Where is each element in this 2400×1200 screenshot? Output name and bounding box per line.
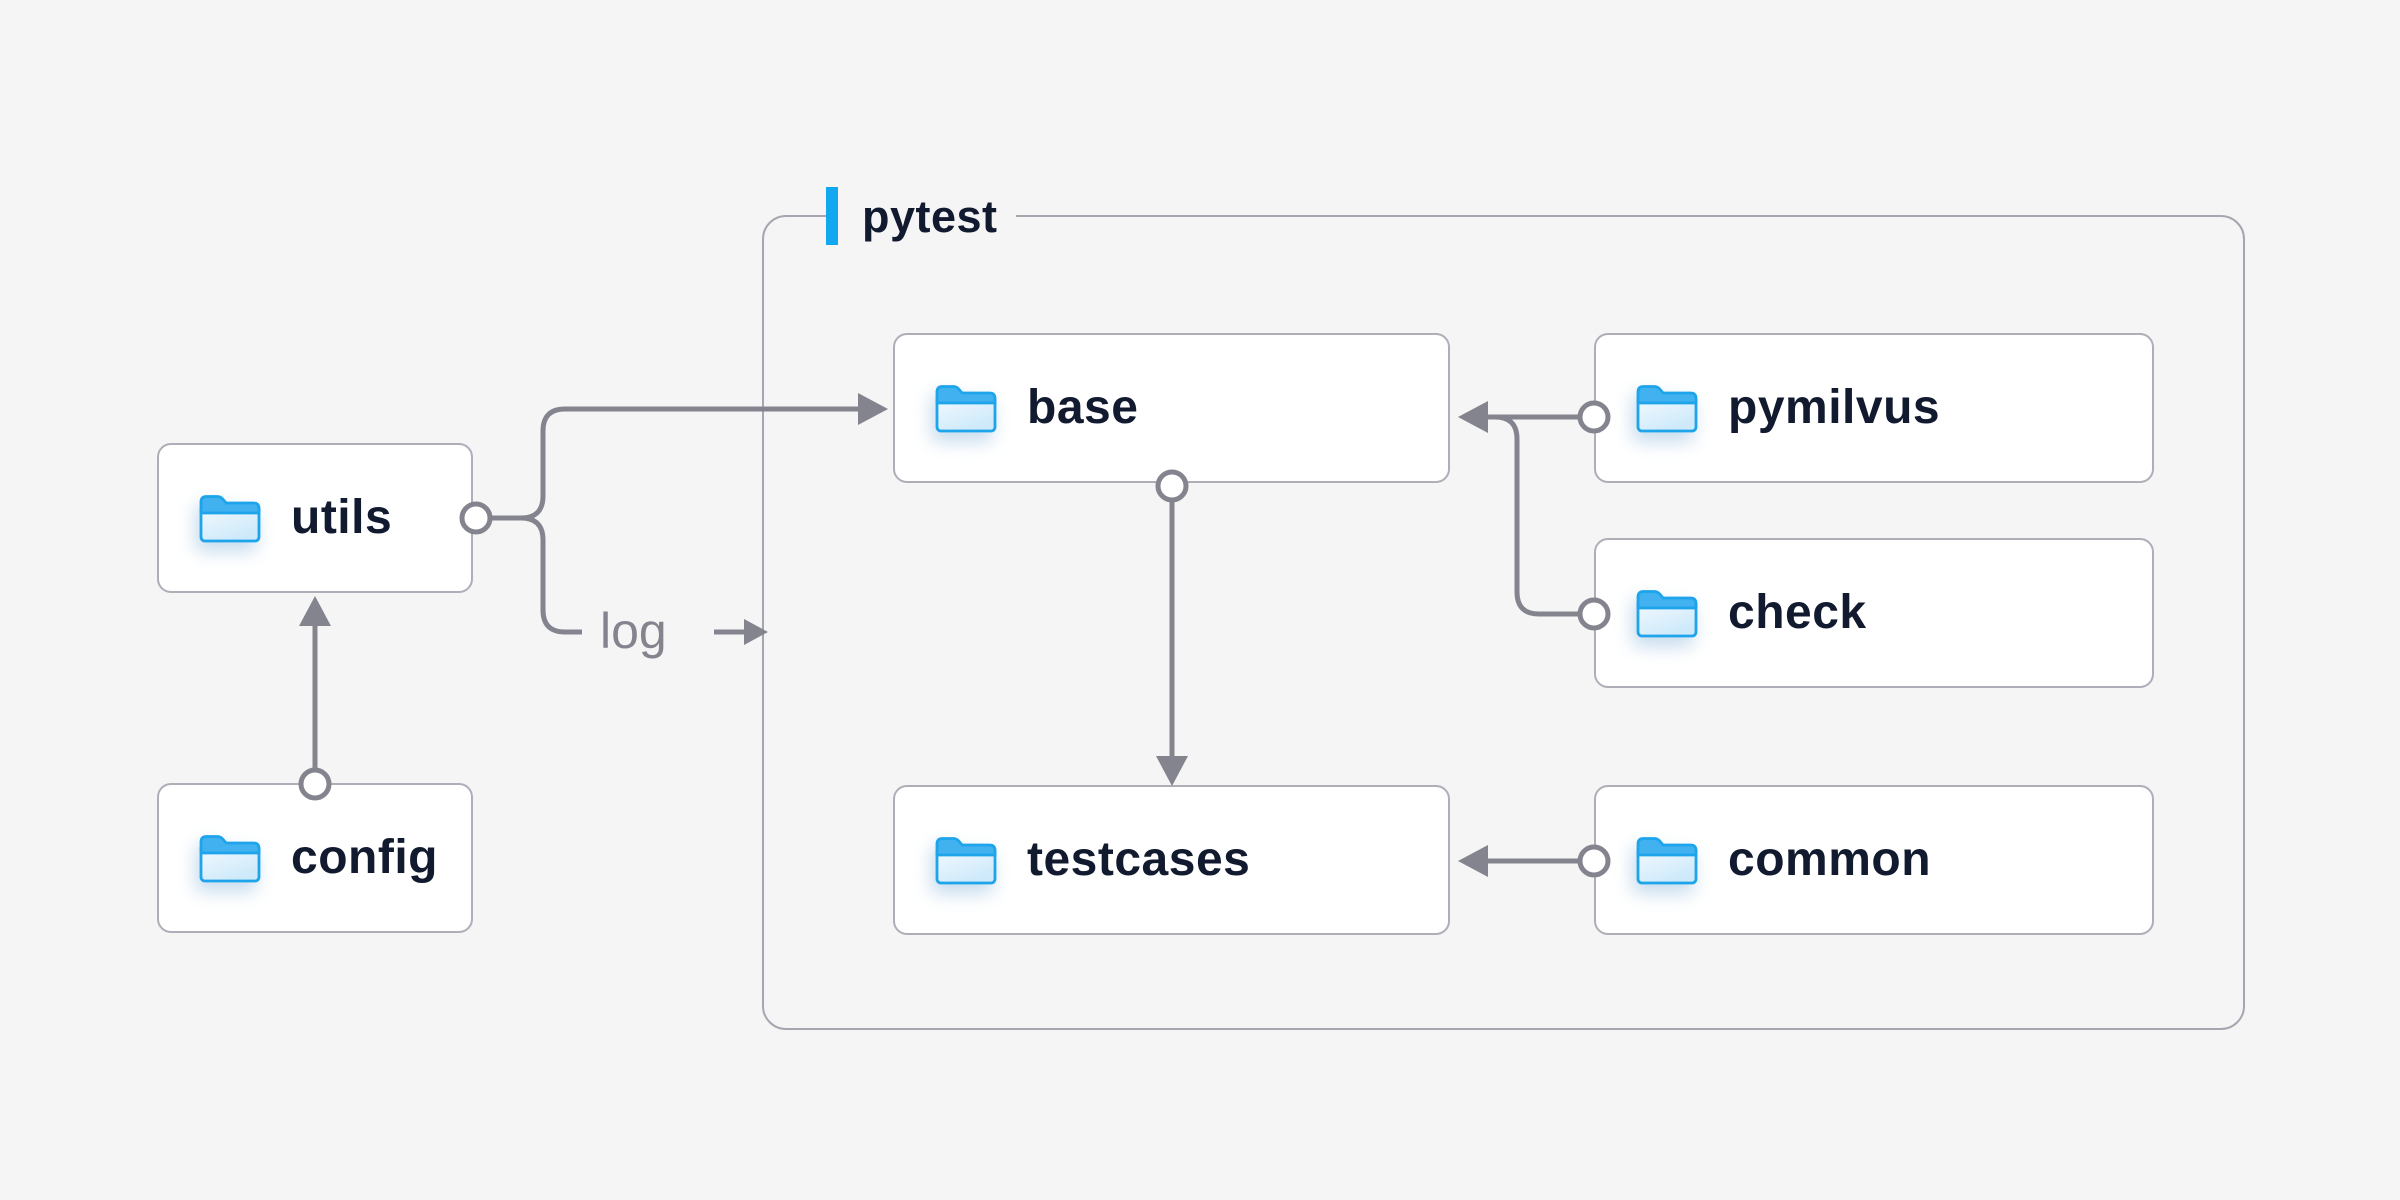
node-utils: utils [157,443,473,593]
node-label: common [1728,833,1932,886]
arrowhead-into-utils [299,596,331,626]
node-label: pymilvus [1728,381,1941,434]
folder-icon [935,837,997,885]
group-accent-bar [826,187,838,245]
node-label: config [291,831,438,884]
folder-icon [1636,590,1698,638]
node-common: common [1594,785,2154,935]
edge-label-log: log [600,603,667,659]
node-pymilvus: pymilvus [1594,333,2154,483]
group-label-pytest: pytest [826,186,1016,246]
edge-utils-to-log [520,515,582,635]
node-base: base [893,333,1450,483]
node-label: check [1728,586,1867,639]
node-check: check [1594,538,2154,688]
folder-icon [1636,385,1698,433]
node-label: testcases [1027,833,1251,886]
folder-icon [935,385,997,433]
folder-icon [199,495,261,543]
node-config: config [157,783,473,933]
node-label: base [1027,381,1139,434]
group-title: pytest [862,190,998,242]
folder-icon [199,835,261,883]
node-testcases: testcases [893,785,1450,935]
folder-icon [1636,837,1698,885]
node-label: utils [291,491,393,544]
